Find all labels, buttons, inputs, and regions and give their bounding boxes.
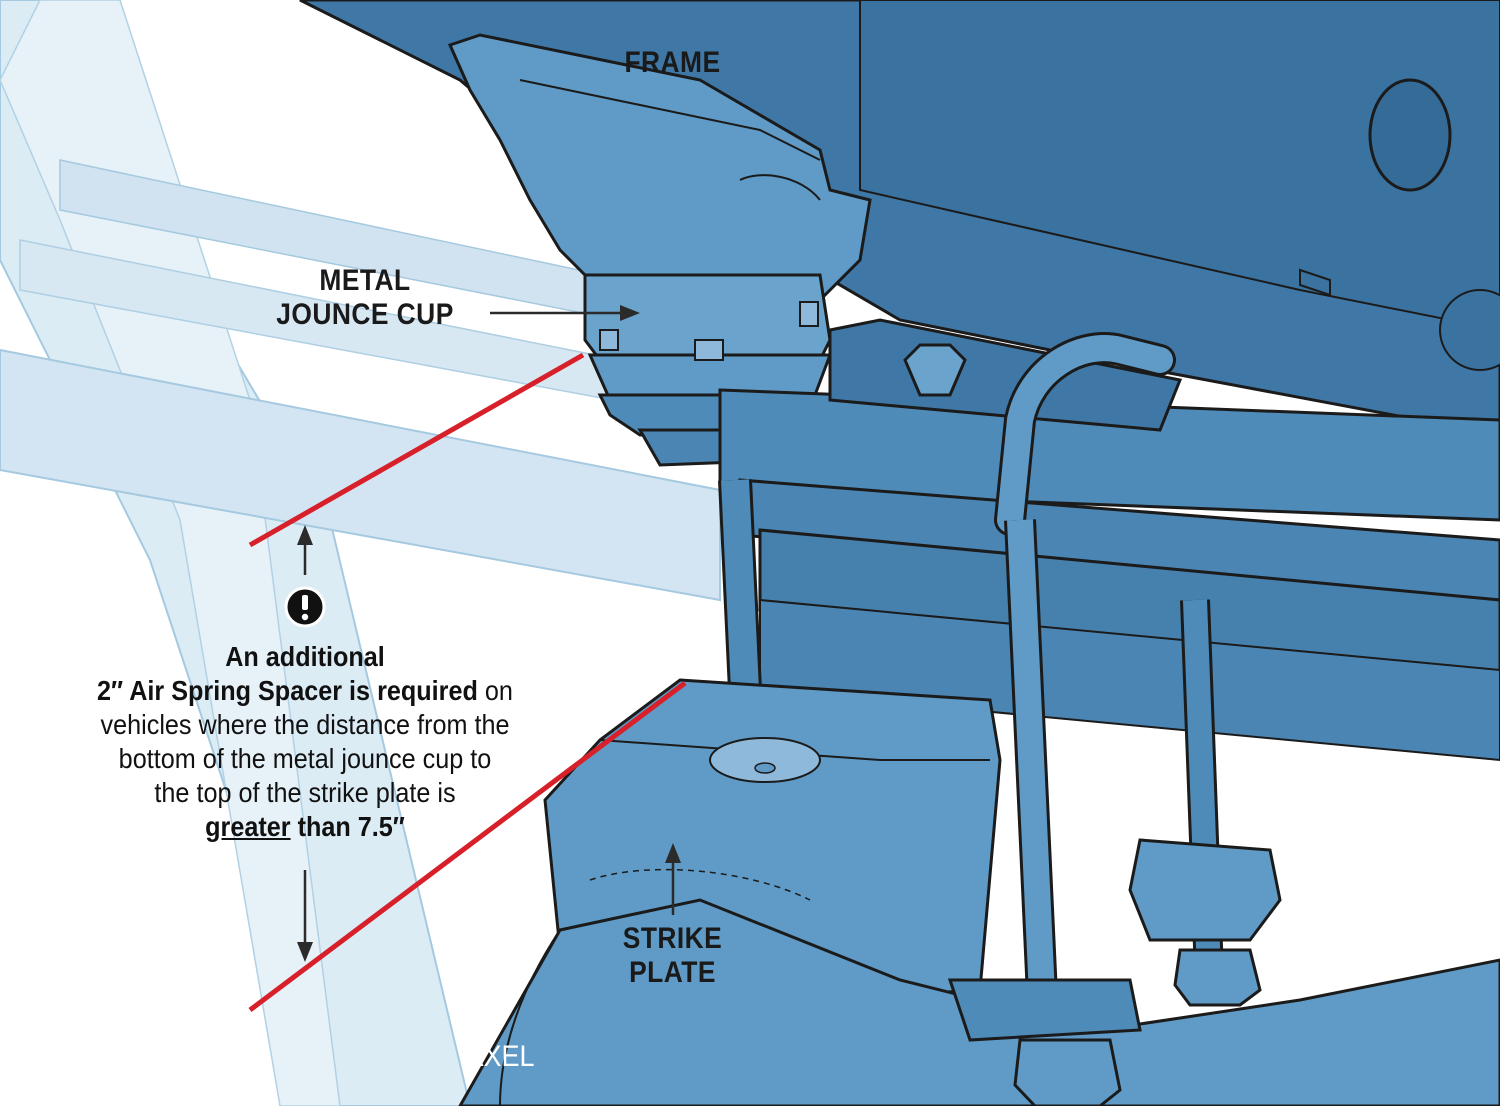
arrow-icon bbox=[297, 525, 313, 545]
measure-line-bottom bbox=[248, 681, 687, 1012]
arrow-icon bbox=[665, 843, 681, 863]
axel-label: AXEL bbox=[465, 1040, 535, 1073]
note-line-4: bottom of the metal jounce cup to bbox=[118, 743, 492, 774]
jounce-cup-label-line2: JOUNCE CUP bbox=[276, 298, 454, 331]
measure-line-top bbox=[248, 352, 585, 548]
exclamation-circle-icon bbox=[284, 586, 326, 628]
note-line-5: the top of the strike plate is bbox=[154, 777, 456, 808]
note-line-2: 2″ Air Spring Spacer is required on bbox=[97, 675, 513, 706]
leader-arrows bbox=[297, 305, 681, 962]
spring-plate bbox=[828, 318, 1183, 432]
note-line-3: vehicles where the distance from the bbox=[100, 709, 510, 740]
note-line-6: greater than 7.5″ bbox=[205, 811, 405, 842]
arrow-icon bbox=[297, 942, 313, 962]
frame-label: FRAME bbox=[624, 46, 721, 79]
lower-hardware bbox=[947, 838, 1282, 1106]
note-line-1: An additional bbox=[225, 641, 385, 672]
measurement-lines bbox=[248, 352, 687, 1012]
spacer-requirement-note: An additional 2″ Air Spring Spacer is re… bbox=[67, 640, 544, 844]
arrow-icon bbox=[620, 305, 640, 321]
frame-bracket bbox=[447, 33, 872, 312]
jounce-cup-label-line1: METAL bbox=[319, 264, 411, 297]
strike-plate-label-line2: PLATE bbox=[629, 956, 716, 989]
strike-plate-label-line1: STRIKE bbox=[622, 922, 723, 955]
ghost-parts bbox=[0, 0, 721, 1106]
